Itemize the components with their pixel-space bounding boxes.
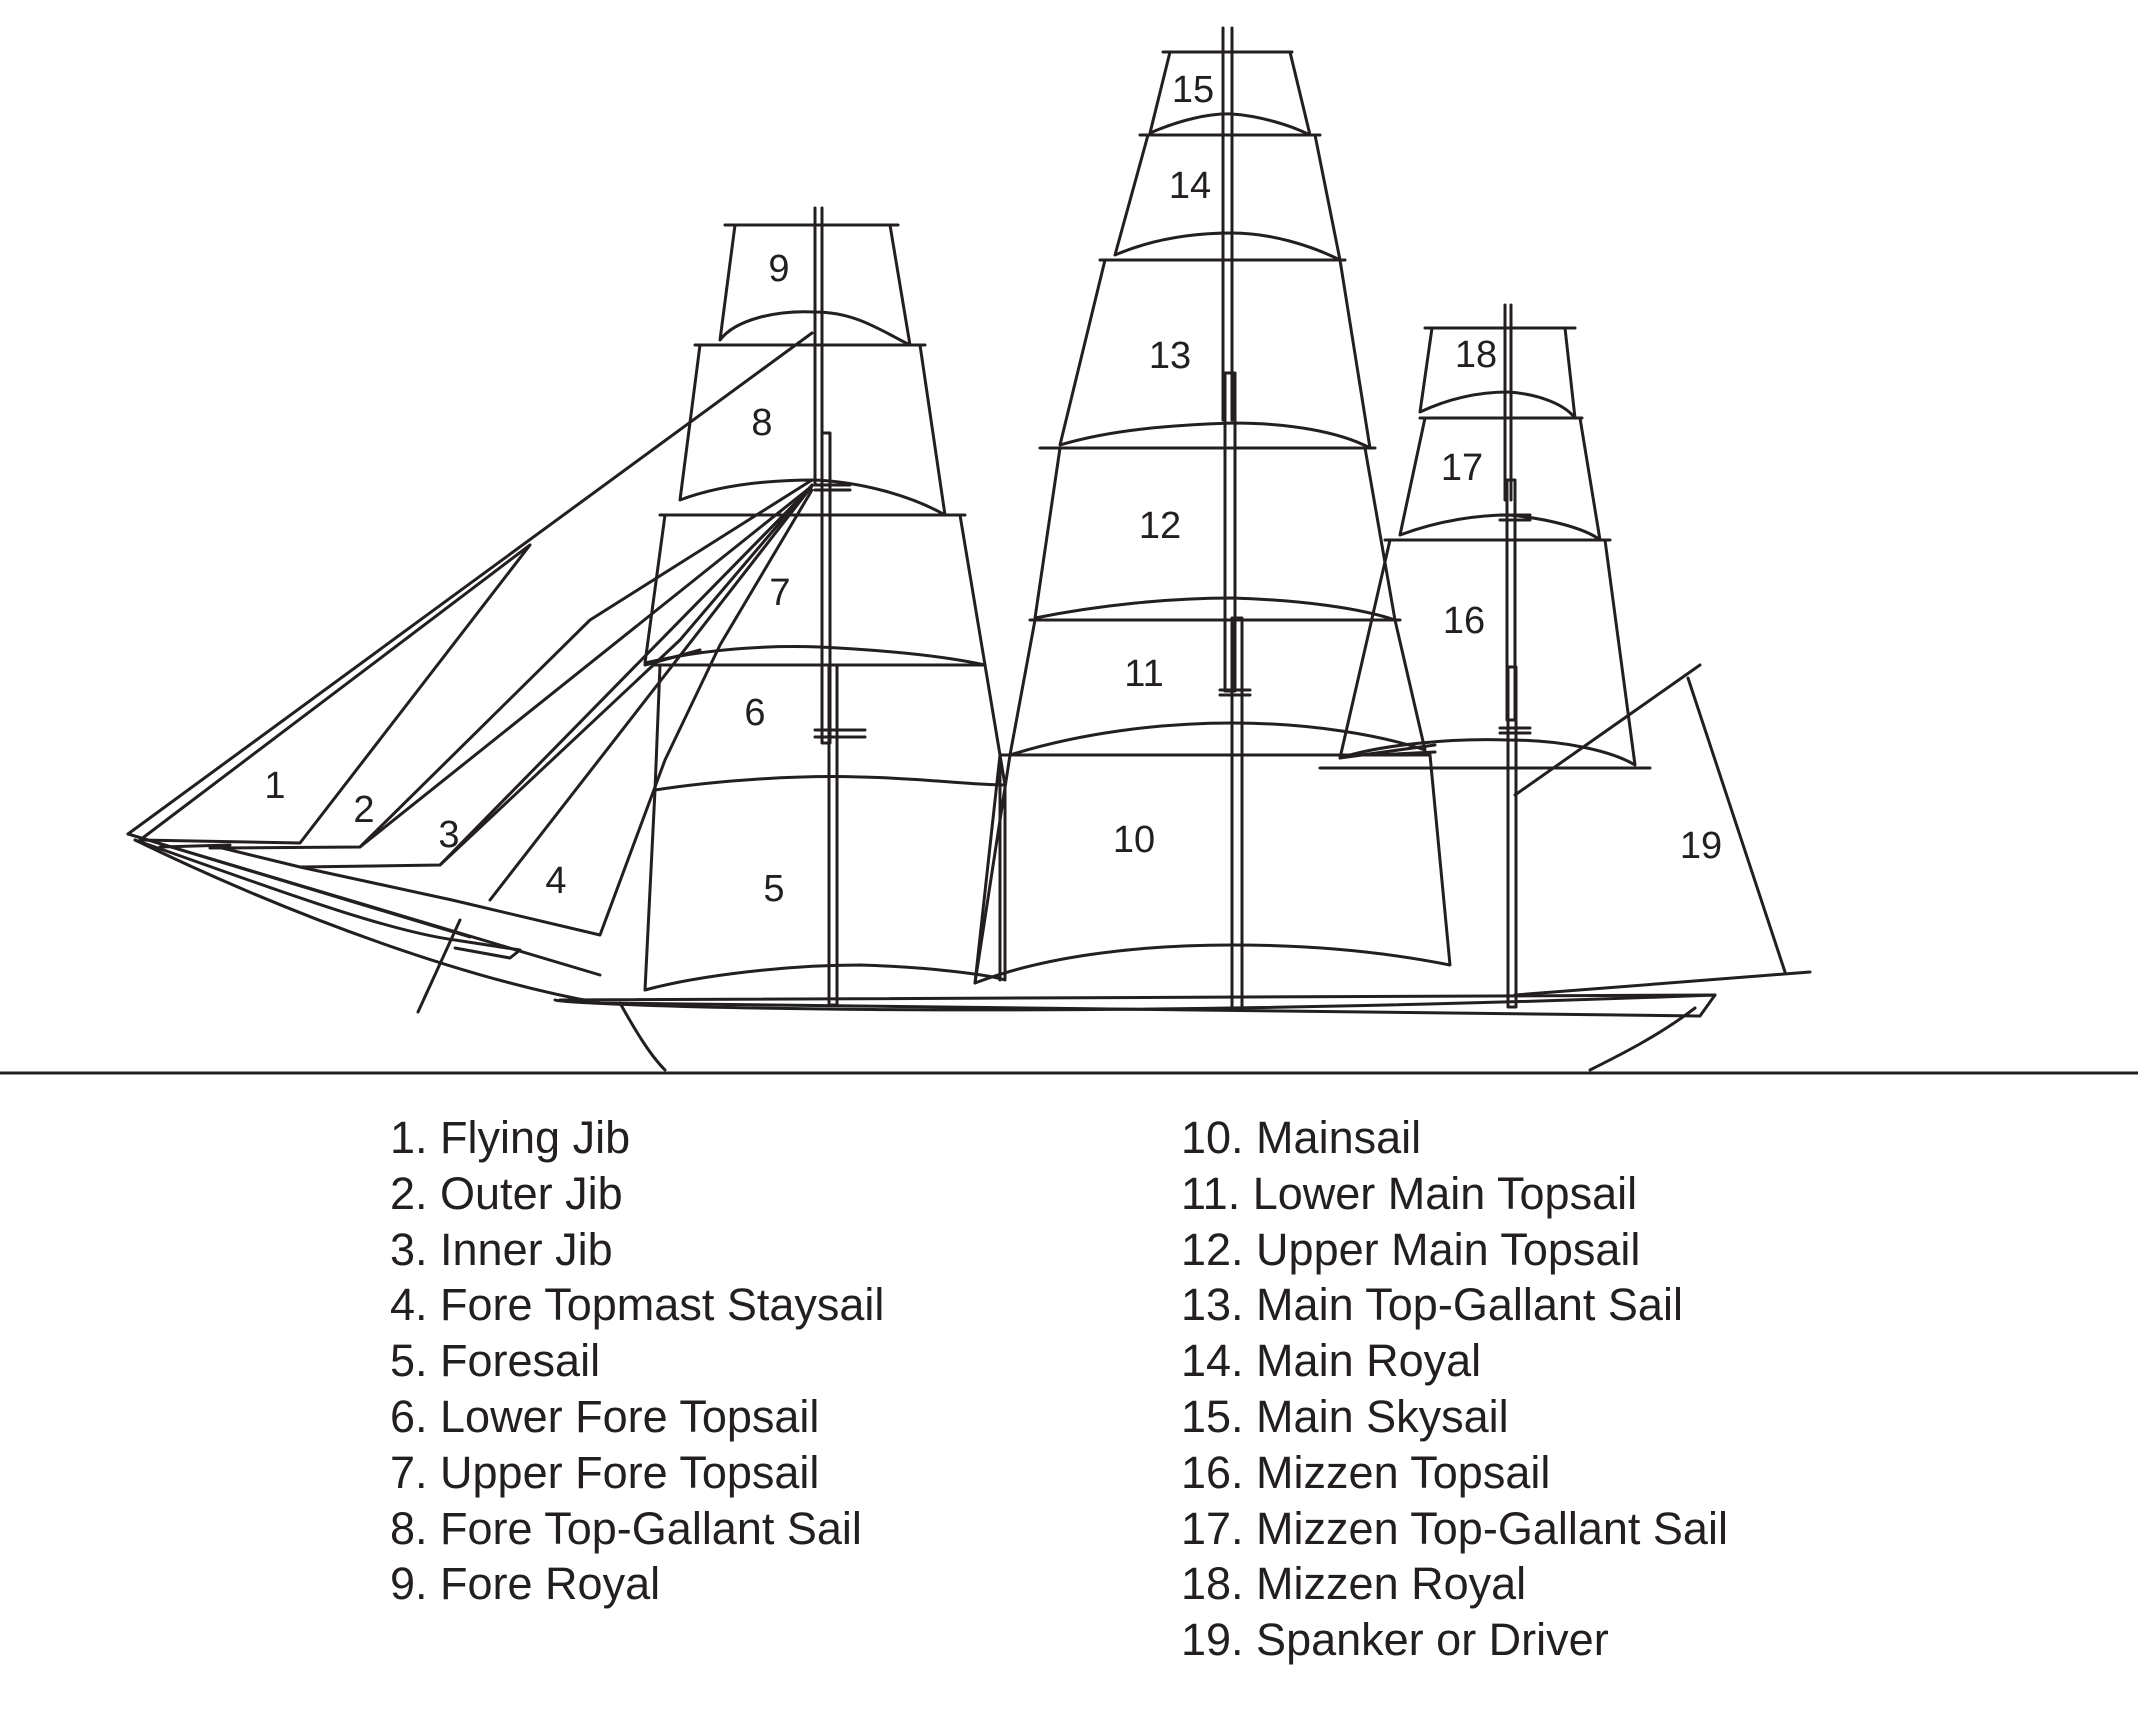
legend-item: 17. Mizzen Top-Gallant Sail [1181,1502,1728,1554]
legend-item: 6. Lower Fore Topsail [390,1390,820,1442]
sail-number: 18 [1455,334,1497,376]
rigging-stays [126,331,814,977]
legend-item: 14. Main Royal [1181,1335,1482,1387]
legend-item: 5. Foresail [390,1335,601,1387]
mainmast [1218,26,1252,1010]
sail-number: 6 [744,692,765,734]
foremast-sails [643,223,1007,992]
sail-number: 5 [763,868,784,910]
legend-item: 10. Mainsail [1181,1112,1422,1163]
sail-number: 10 [1113,819,1155,861]
jib-sails [138,478,814,937]
sail-number: 2 [353,789,374,831]
sail-number: 11 [1124,653,1163,695]
legend-item: 2. Outer Jib [390,1167,623,1219]
sail-number: 8 [751,402,772,444]
mainmast-sails [973,50,1452,985]
sail-number: 7 [769,572,790,614]
sail-number: 14 [1169,165,1211,207]
legend-right-column: 10. Mainsail 11. Lower Main Topsail 12. … [1181,1110,1728,1668]
legend-item: 3. Inner Jib [390,1223,613,1275]
sail-number: 9 [768,248,789,290]
legend-item: 1. Flying Jib [390,1112,631,1163]
legend-item: 12. Upper Main Topsail [1181,1223,1641,1275]
legend-left-column: 1. Flying Jib 2. Outer Jib 3. Inner Jib … [390,1110,884,1612]
legend-item: 19. Spanker or Driver [1181,1614,1609,1666]
sail-number: 4 [545,860,566,902]
sail-number: 15 [1172,69,1214,111]
sail-number: 3 [438,814,459,856]
sail-number: 19 [1680,825,1722,867]
sail-number: 17 [1441,447,1483,489]
legend-item: 9. Fore Royal [390,1558,661,1610]
legend-item: 13. Main Top-Gallant Sail [1181,1279,1683,1331]
foremast [813,206,867,1007]
legend-item: 16. Mizzen Topsail [1181,1446,1551,1498]
hull [133,838,1717,1072]
mizzen-sails [1318,326,1812,997]
legend-item: 15. Main Skysail [1181,1390,1509,1442]
sail-number-labels: 1 2 3 4 5 6 7 8 9 10 11 12 13 14 15 16 1… [264,69,1722,910]
sail-number: 1 [264,765,285,807]
legend-item: 11. Lower Main Topsail [1181,1167,1638,1219]
legend-item: 7. Upper Fore Topsail [390,1446,820,1498]
sail-number: 13 [1149,335,1191,377]
legend-item: 8. Fore Top-Gallant Sail [390,1502,862,1554]
sail-number: 16 [1443,600,1485,642]
legend-item: 18. Mizzen Royal [1181,1558,1527,1610]
sail-number: 12 [1139,505,1181,547]
mizzen-mast [1498,303,1532,1009]
legend-item: 4. Fore Topmast Staysail [390,1279,885,1331]
